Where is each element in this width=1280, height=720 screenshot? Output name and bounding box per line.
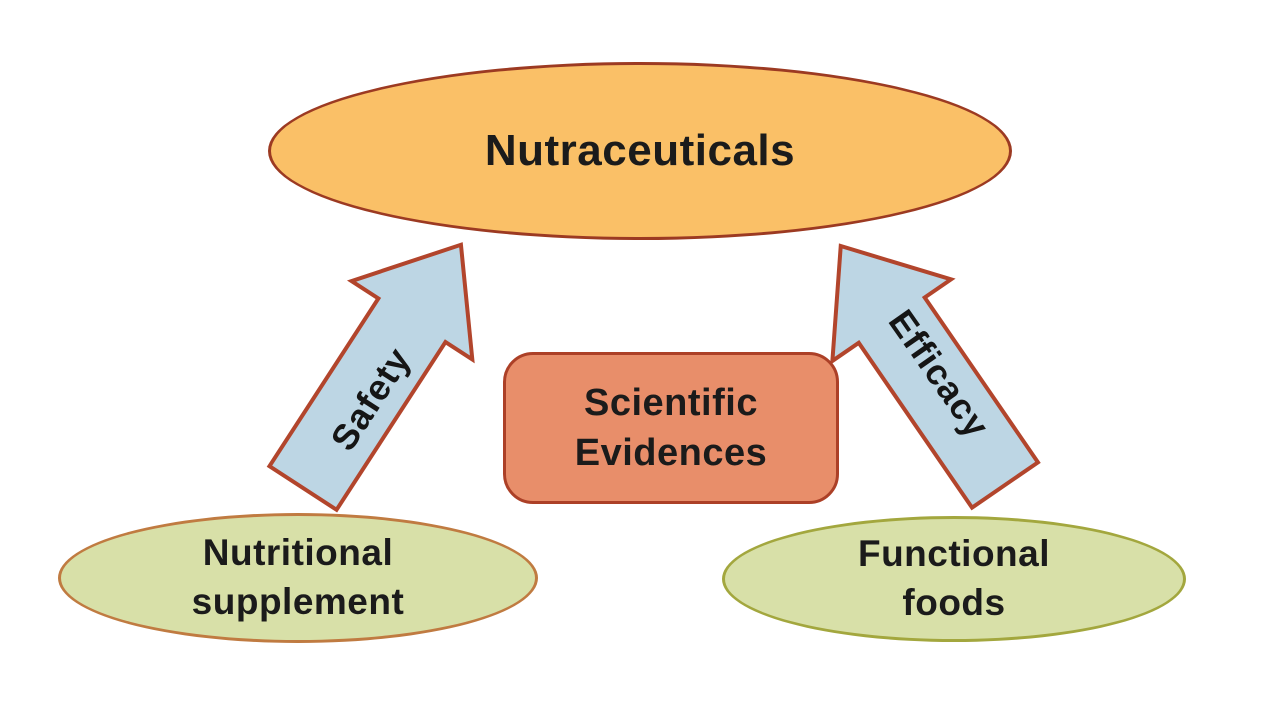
safety-arrow [266,242,475,513]
node-functional-foods: Functional foods [722,516,1186,642]
node-functional-foods-label: Functional foods [857,533,1051,623]
node-nutraceuticals-label: Nutraceuticals [484,125,796,175]
efficacy-arrow [830,243,1041,511]
node-nutraceuticals: Nutraceuticals [268,62,1012,240]
node-scientific-evidences-label: Scientific Evidences [574,381,768,474]
node-nutritional-supplement: Nutritional supplement [58,513,538,643]
node-scientific-evidences: Scientific Evidences [503,352,839,504]
node-nutritional-supplement-label: Nutritional supplement [191,532,405,622]
